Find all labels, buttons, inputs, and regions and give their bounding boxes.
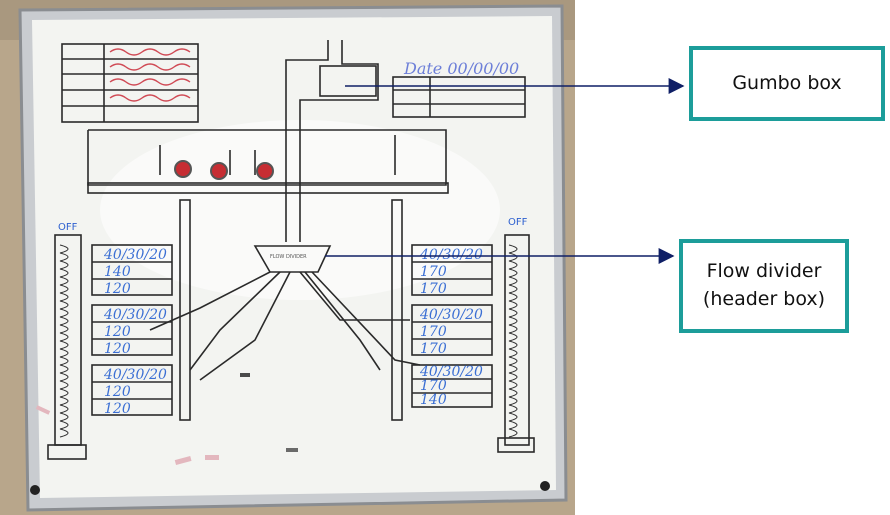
whiteboard-photo: Date 00/00/00 OFF OFF FLOW DIVIDER 40/30… bbox=[0, 0, 575, 515]
left-sep3-row3: 120 bbox=[104, 401, 131, 417]
flow-divider-label: Flow divider (header box) bbox=[703, 258, 825, 313]
left-sep3-row1: 40/30/20 bbox=[103, 367, 167, 383]
left-sep2-row3: 120 bbox=[104, 341, 131, 357]
left-sep2-row2: 120 bbox=[104, 324, 131, 340]
right-sep1-row1: 40/30/20 bbox=[419, 247, 483, 263]
right-sep1-row3: 170 bbox=[420, 281, 447, 297]
left-sep2-row1: 40/30/20 bbox=[103, 307, 167, 323]
gumbo-box-label: Gumbo box bbox=[732, 70, 841, 98]
right-sep2-row1: 40/30/20 bbox=[419, 307, 483, 323]
off-label-right: OFF bbox=[508, 217, 528, 228]
left-sep1-row1: 40/30/20 bbox=[103, 247, 167, 263]
right-sep1-row2: 170 bbox=[420, 264, 447, 280]
right-sep2-row3: 170 bbox=[420, 341, 447, 357]
left-sep3-row2: 120 bbox=[104, 384, 131, 400]
off-label-left: OFF bbox=[58, 222, 78, 233]
right-sep2-row2: 170 bbox=[420, 324, 447, 340]
date-text: Date 00/00/00 bbox=[403, 59, 519, 78]
divider-label: FLOW DIVIDER bbox=[270, 254, 307, 260]
left-sep1-row2: 140 bbox=[104, 264, 131, 280]
gumbo-box-callout: Gumbo box bbox=[689, 46, 885, 121]
flow-divider-callout: Flow divider (header box) bbox=[679, 239, 849, 333]
left-sep1-row3: 120 bbox=[104, 281, 131, 297]
right-sep3-row3: 140 bbox=[420, 392, 447, 408]
